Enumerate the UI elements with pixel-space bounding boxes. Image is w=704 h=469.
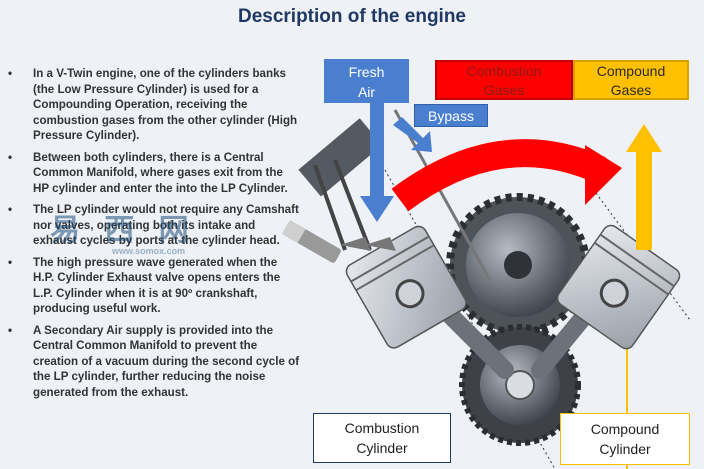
bullet-text: In a V-Twin engine, one of the cylinders… bbox=[33, 67, 298, 142]
fresh-air-arrow bbox=[360, 103, 394, 222]
watermark-url: www.somox.com bbox=[112, 246, 186, 256]
combustion-arc-arrow bbox=[391, 139, 622, 212]
bullet-dot: • bbox=[8, 255, 13, 269]
compound-cylinder-label: Compound Cylinder bbox=[560, 413, 690, 465]
bullet-list: • In a V-Twin engine, one of the cylinder… bbox=[8, 66, 300, 406]
bullet-dot: • bbox=[8, 323, 13, 337]
fresh-air-label: Fresh Air bbox=[324, 59, 409, 103]
compound-cylinder-label-line1: Compound bbox=[590, 421, 660, 437]
combustion-gases-label-line1: Combustion bbox=[466, 63, 542, 79]
piston-left bbox=[345, 225, 467, 349]
fresh-air-label-line2: Air bbox=[357, 84, 376, 100]
bullet-item: • A Secondary Air supply is provided into… bbox=[8, 323, 300, 401]
bullet-text: Between both cylinders, there is a Centr… bbox=[33, 150, 288, 195]
valve-train bbox=[298, 109, 492, 281]
spark-plug bbox=[282, 220, 341, 263]
compound-gases-label-line1: Compound bbox=[596, 63, 666, 79]
fresh-air-label-line1: Fresh bbox=[348, 64, 385, 80]
bullet-item: • The LP cylinder would not require any C… bbox=[8, 202, 300, 249]
bullet-item: • Between both cylinders, there is a Cent… bbox=[8, 150, 300, 197]
combustion-cylinder-label: Combustion Cylinder bbox=[313, 413, 451, 463]
watermark-chars: 易 西 网 bbox=[50, 214, 197, 247]
bypass-label-text: Bypass bbox=[428, 108, 474, 124]
combustion-gases-label: Combustion Gases bbox=[435, 60, 573, 100]
bullet-dot: • bbox=[8, 150, 13, 164]
compound-cylinder-label-line2: Cylinder bbox=[599, 441, 651, 457]
bullet-text: The high pressure wave generated when th… bbox=[33, 255, 281, 316]
bullet-dot: • bbox=[8, 67, 13, 80]
bank-line-right bbox=[589, 184, 691, 321]
bypass-arrow bbox=[393, 117, 432, 152]
bullet-item: • The high pressure wave generated when t… bbox=[8, 255, 300, 317]
bullet-dot: • bbox=[8, 203, 13, 216]
combustion-cylinder-label-line2: Cylinder bbox=[356, 440, 408, 456]
combustion-cylinder-label-line1: Combustion bbox=[344, 420, 420, 436]
slide-title: Description of the engine bbox=[237, 6, 467, 27]
bullet-text: A Secondary Air supply is provided into … bbox=[33, 323, 300, 399]
bypass-label: Bypass bbox=[414, 104, 488, 127]
central-gear bbox=[446, 193, 590, 337]
compound-gases-label: Compound Gases bbox=[573, 60, 689, 100]
compound-gases-arrow bbox=[626, 124, 662, 250]
compound-gases-label-line2: Gases bbox=[610, 82, 652, 98]
bullet-item: • In a V-Twin engine, one of the cylinder… bbox=[8, 66, 300, 144]
combustion-gases-label-line2: Gases bbox=[483, 82, 525, 98]
bullet-text: The LP cylinder would not require any Ca… bbox=[33, 203, 299, 247]
